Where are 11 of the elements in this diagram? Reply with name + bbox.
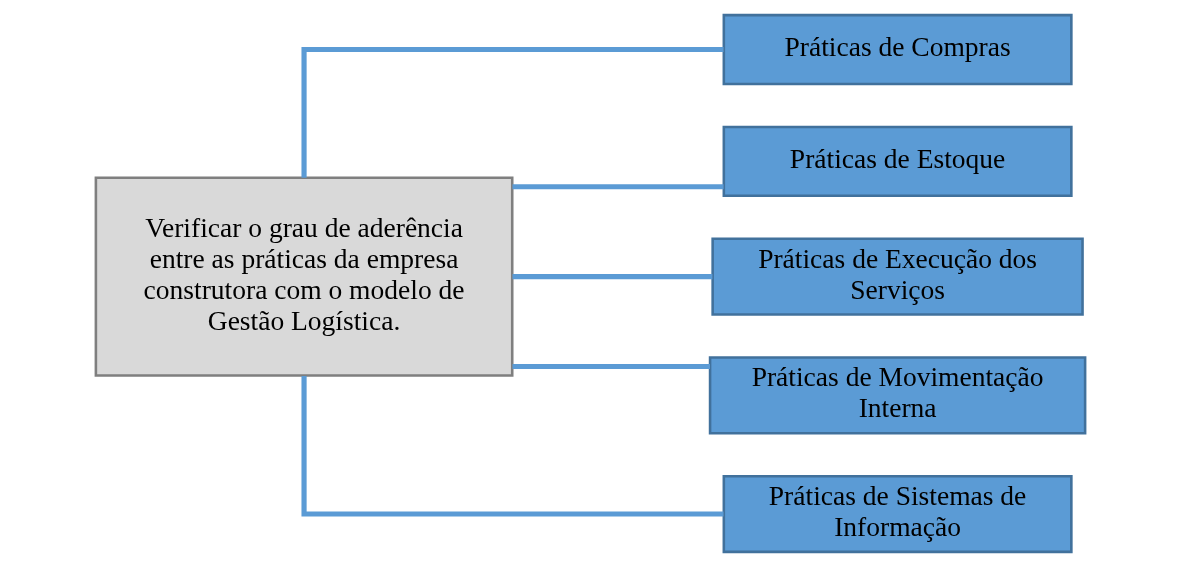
connector xyxy=(512,363,710,370)
node-box: Práticas de Compras xyxy=(722,13,1073,86)
connector xyxy=(301,46,724,178)
connector xyxy=(512,184,724,190)
node-box: Práticas de Movimentação Interna xyxy=(708,356,1087,435)
connector xyxy=(301,375,724,517)
node-box: Verificar o grau de aderência entre as práticas da empresa construtora com o modelo de Gestão Logística. xyxy=(94,176,514,377)
connector xyxy=(512,274,713,280)
node-box: Práticas de Estoque xyxy=(722,125,1073,198)
node-box: Práticas de Sistemas de Informação xyxy=(722,474,1073,554)
node-box: Práticas de Execução dos Serviços xyxy=(711,237,1084,316)
